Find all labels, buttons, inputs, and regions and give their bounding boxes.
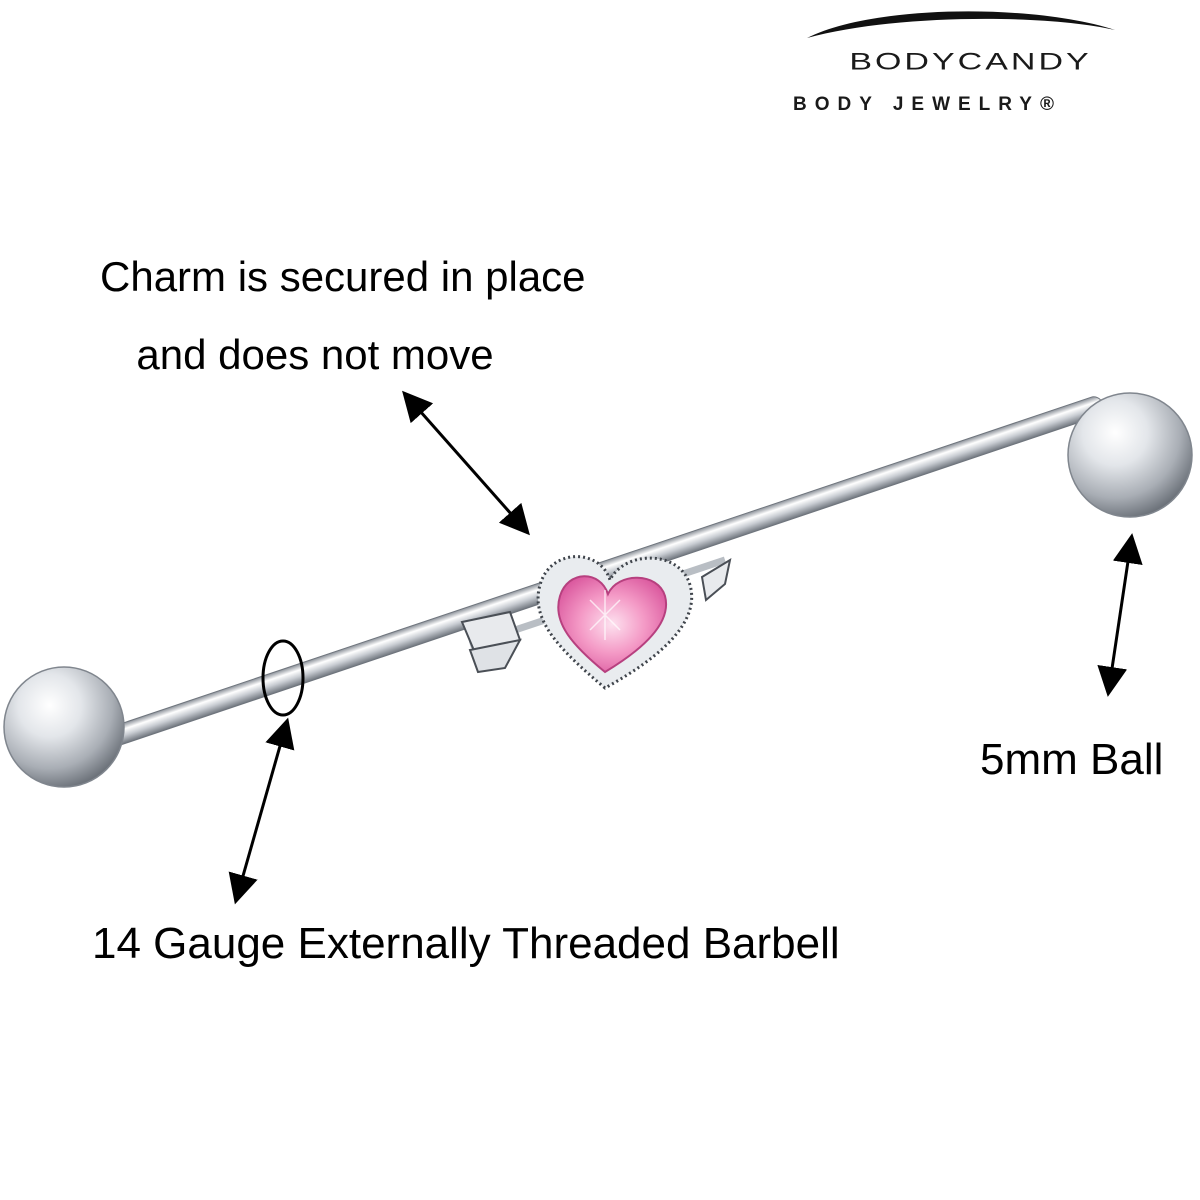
- heart-charm: [536, 555, 694, 690]
- charm-arrow: [402, 390, 530, 536]
- right-ball: [1067, 392, 1193, 518]
- brand-tagline: BODY JEWELRY®: [793, 94, 1062, 115]
- brand-name: BODYCANDY: [849, 48, 1092, 76]
- gauge-ring-marker: [261, 639, 305, 717]
- left-ball: [3, 666, 125, 788]
- ball-size-annotation: 5mm Ball: [980, 735, 1164, 784]
- barbell-annotation: 14 Gauge Externally Threaded Barbell: [92, 919, 840, 968]
- charm-annotation-line1: Charm is secured in place: [100, 253, 586, 300]
- logo-swoosh: [807, 11, 1115, 38]
- ball-arrow: [1097, 533, 1143, 697]
- charm-annotation-line2: and does not move: [136, 331, 494, 378]
- barbell-arrow: [228, 717, 295, 905]
- brand-logo: BODYCANDY BODY JEWELRY®: [755, 8, 1185, 118]
- charm-annotation: Charm is secured in place and does not m…: [100, 238, 586, 394]
- pink-gem: [557, 575, 668, 674]
